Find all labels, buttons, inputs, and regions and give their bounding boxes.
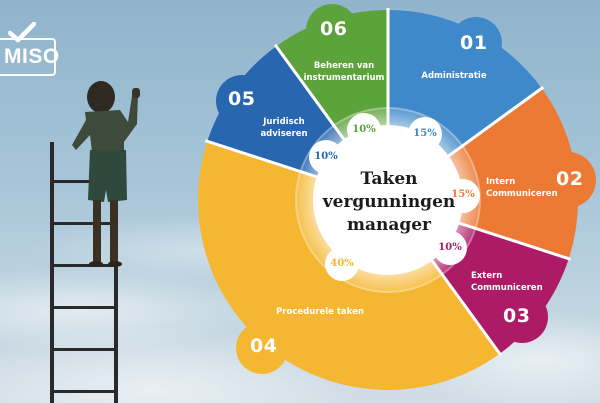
segment-number-02: 02 bbox=[556, 168, 584, 190]
boy-on-ladder-image bbox=[50, 81, 140, 403]
segment-number-03: 03 bbox=[503, 305, 531, 327]
segment-label-extern-communiceren: Extern Communiceren bbox=[471, 271, 543, 293]
segment-number-01: 01 bbox=[460, 32, 488, 54]
segment-label-procedurele-taken: Procedurele taken bbox=[276, 307, 364, 317]
center-title: Taken vergunningen manager bbox=[322, 169, 456, 235]
percent-instrumentarium: 10% bbox=[352, 124, 376, 135]
miso-logo: MISO bbox=[0, 38, 59, 76]
segment-label-administratie: Administratie bbox=[421, 71, 487, 81]
checkmark-icon bbox=[8, 22, 36, 43]
segment-number-05: 05 bbox=[228, 88, 256, 110]
segment-label-juridisch-adviseren: Juridisch adviseren bbox=[260, 117, 308, 139]
percent-extern: 10% bbox=[438, 242, 462, 253]
segment-number-04: 04 bbox=[250, 335, 278, 357]
percent-administratie: 15% bbox=[413, 128, 437, 139]
percent-juridisch: 10% bbox=[314, 151, 338, 162]
segment-number-06: 06 bbox=[320, 18, 348, 40]
segment-label-beheren-instrumentarium: Beheren van instrumentarium bbox=[303, 61, 385, 83]
segment-label-intern-communiceren: Intern Communiceren bbox=[486, 177, 558, 199]
percent-intern: 15% bbox=[451, 189, 475, 200]
segment-intern-communiceren[interactable] bbox=[388, 88, 578, 259]
percent-procedurele: 40% bbox=[330, 258, 354, 269]
